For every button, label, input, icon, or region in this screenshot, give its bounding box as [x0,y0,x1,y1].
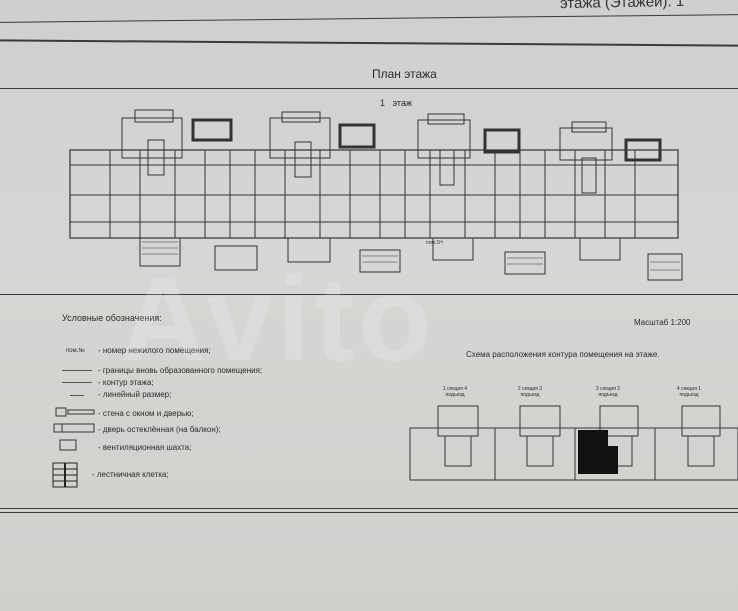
stair-symbol-icon [52,462,78,488]
scheme-title: Схема расположения контура помещения на … [466,350,660,359]
section-2-label: 2 секция 3 подъезд [517,386,543,398]
section-4-label: 4 секция 1 подъезд [676,386,702,398]
legend-symbol-boundary [62,370,92,371]
floor-word: этаж [392,98,412,108]
floor-label: 1 этаж [380,98,412,108]
frame-bottom-line [0,508,738,509]
legend-item-wall-window-door: - стена с окном и дверью; [98,409,194,418]
frame-bottom-line-2 [0,512,738,513]
legend-symbol-dimension [70,395,84,396]
legend-title: Условные обозначения: [62,313,162,323]
legend-item-dimension: - линейный размер; [98,390,172,399]
legend-item-contour: - контур этажа; [98,378,154,387]
room-label: пом.1Н [426,240,443,246]
legend-item-boundary: - границы вновь образованного помещения; [98,366,263,375]
legend-symbol-contour [62,382,92,383]
scale-label: Масштаб 1:200 [634,318,691,327]
legend-item-room-number: - номер нежилого помещения; [98,346,211,355]
legend-item-glazed-door: - дверь остеклённая (на балкон); [98,425,221,434]
watermark: Avito [120,252,436,386]
section-1-label: 1 секция 4 подъезд [442,386,468,398]
legend-item-stairwell: - лестничная клетка; [92,470,169,479]
floor-number: 1 [380,98,386,108]
title-underline [0,88,738,89]
legend-item-vent-shaft: - вентиляционная шахта; [98,443,192,452]
location-scheme-drawing [409,405,738,481]
legend-symbol-room-number: пом.№ [66,348,85,354]
plan-title: План этажа [372,67,437,81]
plan-bottom-line [0,294,738,295]
highlighted-premises [578,430,618,474]
section-3-label: 3 секция 2 подъезд [595,386,621,398]
legend-symbols-drawing [53,407,95,451]
